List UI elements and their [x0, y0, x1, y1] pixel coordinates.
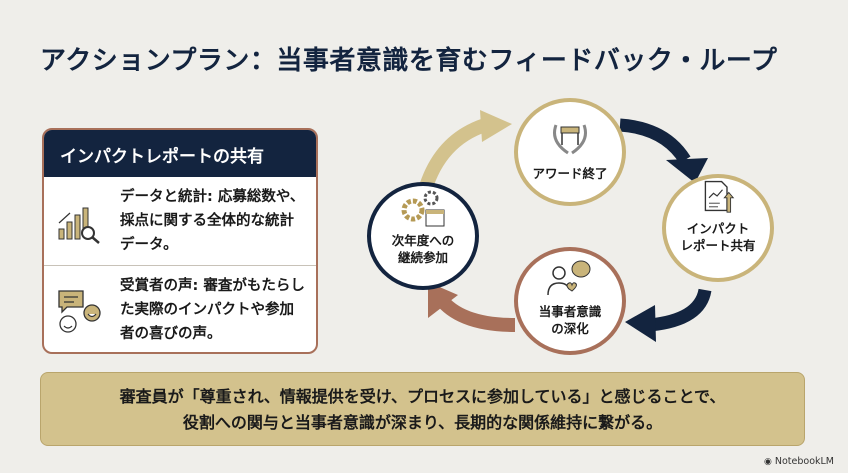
- arrow-navy-top: [619, 118, 691, 164]
- panel-header: インパクトレポートの共有: [44, 130, 316, 177]
- page-title: アクションプラン：当事者意識を育むフィードバック・ループ: [40, 46, 778, 76]
- arrow-navy-bottom: [649, 288, 712, 332]
- conclusion-banner: 審査員が「尊重され、情報提供を受け、プロセスに参加している」と感じることで、 役…: [40, 372, 805, 446]
- impact-report-panel: インパクトレポートの共有 データと統計: 応募総数や、採点に関する全体的な統計デ…: [42, 128, 318, 354]
- laurel-award-icon: [553, 124, 587, 155]
- cycle-step-deepen-ownership: 当事者意識 の深化: [514, 247, 626, 355]
- bar-chart-magnifier-icon: [58, 207, 100, 244]
- cycle-step-award-end: アワード終了: [514, 98, 626, 206]
- notebooklm-icon: ◉: [764, 456, 772, 467]
- person-brain-heart-icon: [547, 260, 591, 296]
- cycle-step-continue-next-year: 次年度への 継続参加: [367, 182, 479, 290]
- arrow-brown: [434, 293, 516, 332]
- cycle-step-impact-report: インパクト レポート共有: [662, 174, 774, 282]
- panel-item-voices: 受賞者の声: 審査がもたらした実際のインパクトや参加者の喜びの声。: [44, 265, 316, 352]
- gears-calendar-icon: [401, 190, 445, 227]
- notebooklm-logo: ◉ NotebookLM: [764, 456, 834, 467]
- arrow-gold: [418, 118, 488, 193]
- report-chart-icon: [704, 180, 735, 213]
- speech-bubble-smiley-icon: [58, 289, 101, 333]
- panel-item-statistics: データと統計: 応募総数や、採点に関する全体的な統計データ。: [44, 177, 316, 265]
